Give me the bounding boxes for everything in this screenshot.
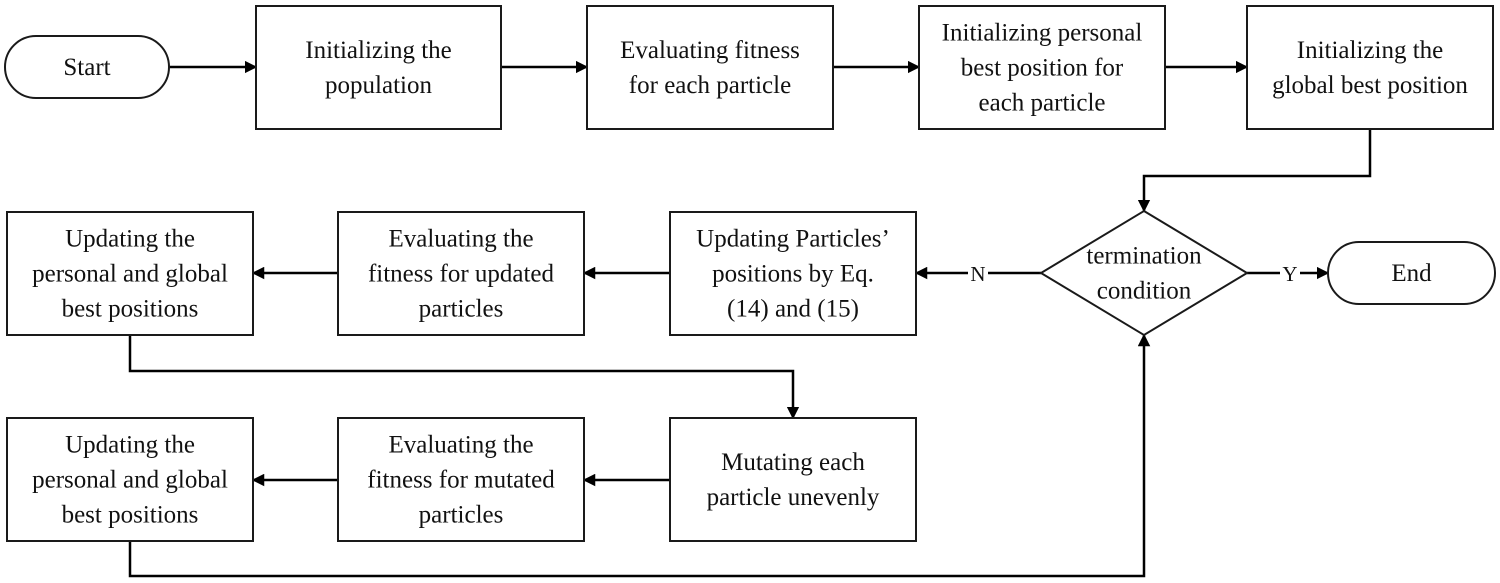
node-label-line: population — [325, 72, 432, 99]
process-box — [337, 417, 585, 542]
node-label-line: Initializing the — [1297, 37, 1443, 64]
node-init-pbest: Initializing personal best position for ea… — [918, 5, 1166, 130]
node-label-line: best positions — [62, 502, 199, 529]
edge-label-y: Y — [1282, 262, 1297, 286]
node-label-line: condition — [1097, 278, 1192, 305]
node-label-line: Evaluating fitness — [620, 37, 800, 64]
node-label-line: particle unevenly — [707, 484, 880, 511]
process-box — [255, 5, 502, 130]
node-update-best2: Updating the personal and global best posi… — [6, 417, 254, 542]
node-label-line: fitness for updated — [368, 261, 555, 288]
node-label-line: Evaluating the — [388, 226, 533, 253]
edge-label-background — [1280, 263, 1300, 287]
arrow-init-gbest-to-term-cond — [1137, 129, 1372, 213]
node-label-line: Mutating each — [721, 449, 865, 476]
node-label-line: particles — [419, 502, 504, 529]
edge-label-n: N — [970, 262, 985, 286]
process-box — [6, 417, 254, 542]
arrow-update-best1-to-mutate — [128, 335, 800, 420]
node-label-line: Updating the — [65, 226, 195, 253]
node-label-line: Updating the — [65, 432, 195, 459]
node-label-line: Evaluating the — [388, 432, 533, 459]
node-label-line: termination — [1086, 243, 1202, 270]
node-label-line: End — [1391, 260, 1432, 287]
decision-diamond — [1039, 209, 1249, 337]
node-start: Start — [4, 35, 170, 99]
node-eval-updated: Evaluating the fitness for updated particl… — [337, 211, 585, 336]
node-label-line: best position for — [961, 55, 1124, 82]
process-box — [337, 211, 585, 336]
node-label-line: Start — [63, 54, 110, 81]
node-label-line: (14) and (15) — [727, 296, 859, 323]
process-box — [918, 5, 1166, 130]
node-init-gbest: Initializing the global best position — [1246, 5, 1494, 130]
node-label-line: Initializing the — [305, 37, 451, 64]
node-term-cond: termination condition — [1039, 209, 1249, 337]
node-label-line: positions by Eq. — [712, 261, 874, 288]
node-mutate: Mutating each particle unevenly — [669, 417, 917, 542]
process-box — [586, 5, 834, 130]
process-box — [1246, 5, 1494, 130]
node-label-line: personal and global — [32, 467, 228, 494]
node-eval-mutated: Evaluating the fitness for mutated particl… — [337, 417, 585, 542]
node-label-line: Updating Particles’ — [696, 226, 890, 253]
node-update-best1: Updating the personal and global best posi… — [6, 211, 254, 336]
node-label-line: best positions — [62, 296, 199, 323]
terminal-shape — [1327, 241, 1496, 305]
edge-label-background — [968, 263, 988, 287]
terminal-shape — [4, 35, 170, 99]
node-label-line: personal and global — [32, 261, 228, 288]
node-label-line: for each particle — [629, 72, 791, 99]
process-box — [669, 211, 917, 336]
node-label-line: global best position — [1272, 72, 1468, 99]
node-label-line: fitness for mutated — [367, 467, 555, 494]
node-eval-fit: Evaluating fitness for each particle — [586, 5, 834, 130]
process-box — [669, 417, 917, 542]
node-label-line: each particle — [979, 90, 1106, 117]
node-init-pop: Initializing the population — [255, 5, 502, 130]
arrow-update-best2-to-term-cond — [128, 333, 1151, 578]
node-label-line: particles — [419, 296, 504, 323]
node-end: End — [1327, 241, 1496, 305]
node-update-pos: Updating Particles’ positions by Eq. (14) … — [669, 211, 917, 336]
process-box — [6, 211, 254, 336]
node-label-line: Initializing personal — [942, 20, 1143, 47]
